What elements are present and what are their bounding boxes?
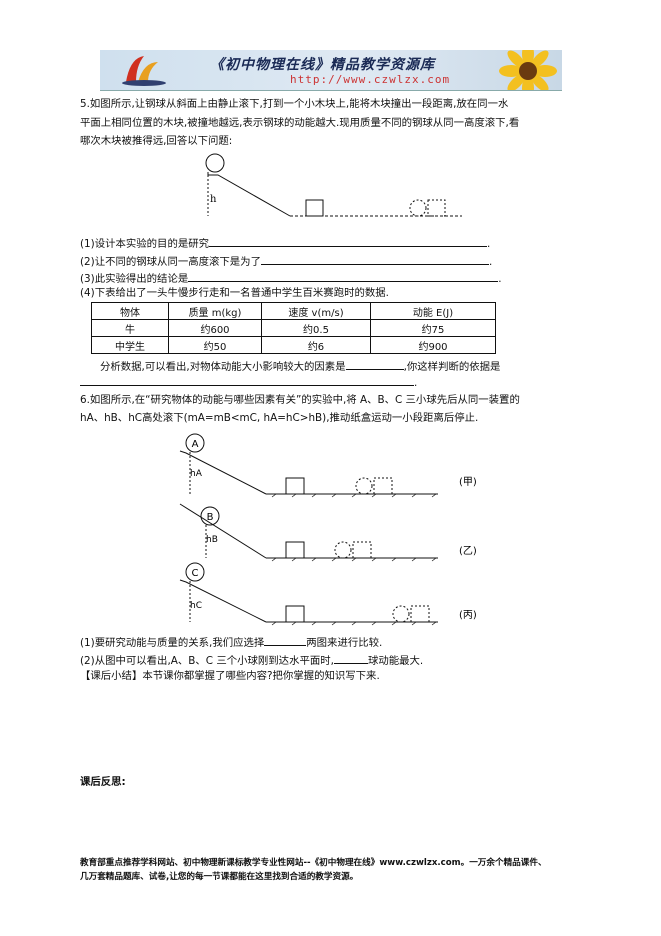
q5-line3: 哪次木块被推得远,回答以下问题: [80, 135, 233, 147]
table-cell: 约900 [370, 336, 496, 354]
q6-figure-jia: A hA (甲) [179, 433, 477, 498]
moved-block-outline [427, 199, 446, 217]
banner-url: http://www.czwlzx.com [290, 73, 451, 86]
q5-sub1: (1)设计本实验的目的是研究. [80, 235, 490, 252]
q5-sub1-blank[interactable] [209, 235, 488, 247]
footer-line1: 教育部重点推荐学科网站、初中物理新课标教学专业性网站--《初中物理在线》www.… [80, 858, 547, 868]
table-cell: 约75 [370, 319, 496, 337]
reflection-heading: 课后反思: [80, 776, 126, 788]
q5-sub2-blank[interactable] [260, 253, 489, 265]
table-header-cell: 动能 E(J) [370, 302, 496, 320]
q5-analysis: 分析数据,可以看出,对物体动能大小影响较大的因素是 ,你这样判断的依据是 [100, 358, 500, 375]
figure-tag-bing: (丙) [459, 610, 477, 621]
q5-line2: 平面上相同位置的木块,被撞地越远,表示钢球的动能越大.现用质量不同的钢球从同一高… [80, 117, 520, 129]
paper-box [285, 477, 305, 495]
site-banner: 《初中物理在线》精品教学资源库 http://www.czwlzx.com [100, 50, 562, 91]
incline-slope [179, 503, 267, 559]
table-header-cell: 速度 v(m/s) [261, 302, 371, 320]
moved-box-outline [410, 605, 430, 623]
paper-box [285, 541, 305, 559]
ball-b-label: B [207, 512, 214, 523]
ball-a-label: A [192, 439, 199, 450]
q5-incline-figure: h [205, 153, 462, 217]
q6-sub2-blank[interactable] [333, 652, 368, 664]
ball-b-icon [200, 506, 220, 526]
table-cell: 约6 [261, 336, 371, 354]
q5-sub4: (4)下表给出了一头牛慢步行走和一名普通中学生百米赛跑时的数据. [80, 287, 389, 299]
table-header-row: 物体 质量 m(kg) 速度 v(m/s) 动能 E(J) [91, 302, 496, 320]
q6-line1: 6.如图所示,在“研究物体的动能与哪些因素有关”的实验中,将 A、B、C 三小球… [80, 394, 520, 406]
footer-line2: 几万套精品题库、试卷,让您的每一节课都能在这里找到合适的教学资源。 [80, 872, 359, 882]
height-label-b: hB [206, 535, 218, 545]
moved-box-outline [373, 477, 393, 495]
q5-analysis-blank1[interactable] [345, 358, 404, 370]
q5-analysis-text-b: ,你这样判断的依据是 [403, 361, 501, 373]
q5-analysis-line2: . [80, 374, 417, 391]
q6-sub1-text-a: (1)要研究动能与质量的关系,我们应选择 [80, 637, 265, 649]
q5-analysis-end: . [414, 377, 418, 389]
height-label-c: hC [190, 601, 202, 611]
table-cell: 中学生 [91, 336, 169, 354]
table-cell: 约600 [168, 319, 262, 337]
q6-sub1-blank[interactable] [264, 634, 307, 646]
sunflower-icon [499, 50, 557, 90]
height-label-a: hA [190, 469, 203, 479]
q6-sub1: (1)要研究动能与质量的关系,我们应选择 两图来进行比较. [80, 634, 382, 651]
incline-slope [179, 450, 267, 495]
q6-summary: 【课后小结】本节课你都掌握了哪些内容?把你掌握的知识写下来. [80, 670, 380, 682]
table-row: 中学生 约50 约6 约900 [91, 336, 496, 354]
moved-ball-outline [334, 541, 352, 559]
moved-ball-outline [355, 477, 373, 495]
table-header-cell: 物体 [91, 302, 169, 320]
figure-tag-yi: (乙) [459, 545, 477, 557]
moved-box-outline [352, 541, 372, 559]
q6-sub2: (2)从图中可以看出,A、B、C 三个小球刚到达水平面时, 球动能最大. [80, 652, 423, 669]
site-logo-icon [122, 56, 166, 86]
q5-sub3-blank[interactable] [188, 270, 499, 282]
ball-a-icon [185, 433, 205, 453]
wood-block [305, 199, 324, 217]
moved-ball-outline [392, 605, 410, 623]
ball-c-label: C [192, 568, 199, 579]
ball-c-icon [185, 562, 205, 582]
q6-sub2-text-b: 球动能最大. [367, 655, 424, 667]
paper-box [285, 605, 305, 623]
moved-ball-outline [409, 199, 427, 217]
figure-tag-jia: (甲) [459, 477, 477, 488]
q5-sub3: (3)此实验得出的结论是. [80, 270, 502, 287]
table-cell: 约50 [168, 336, 262, 354]
q5-line1: 5.如图所示,让钢球从斜面上由静止滚下,打到一个小木块上,能将木块撞出一段距离,… [80, 98, 509, 110]
kinetic-energy-table: 物体 质量 m(kg) 速度 v(m/s) 动能 E(J) 牛 约600 约0.… [91, 302, 496, 354]
table-cell: 约0.5 [261, 319, 371, 337]
q6-line2: hA、hB、hC高处滚下(mA=mB<mC, hA=hC>hB),推动纸盒运动一… [80, 412, 479, 424]
incline-slope [179, 579, 267, 623]
incline-slope [207, 172, 291, 217]
q5-sub2: (2)让不同的钢球从同一高度滚下是为了. [80, 253, 492, 270]
table-header-cell: 质量 m(kg) [168, 302, 262, 320]
banner-title: 《初中物理在线》精品教学资源库 [210, 57, 435, 73]
q6-figure-bing: C hC (丙) [179, 562, 477, 626]
q5-analysis-text-a: 分析数据,可以看出,对物体动能大小影响较大的因素是 [100, 361, 346, 373]
q5-analysis-blank2[interactable] [80, 374, 414, 386]
q5-sub2-text: (2)让不同的钢球从同一高度滚下是为了 [80, 256, 261, 268]
table-cell: 牛 [91, 319, 169, 337]
q6-figure-yi: B hB (乙) [179, 503, 477, 562]
q6-sub2-text-a: (2)从图中可以看出,A、B、C 三个小球刚到达水平面时, [80, 655, 334, 667]
height-label: h [210, 194, 217, 205]
q5-sub3-text: (3)此实验得出的结论是 [80, 273, 189, 285]
q5-sub1-text: (1)设计本实验的目的是研究 [80, 238, 210, 250]
q6-sub1-text-b: 两图来进行比较. [306, 637, 383, 649]
steel-ball-icon [205, 153, 225, 173]
page-footer: 教育部重点推荐学科网站、初中物理新课标教学专业性网站--《初中物理在线》www.… [80, 856, 580, 884]
table-row: 牛 约600 约0.5 约75 [91, 319, 496, 337]
